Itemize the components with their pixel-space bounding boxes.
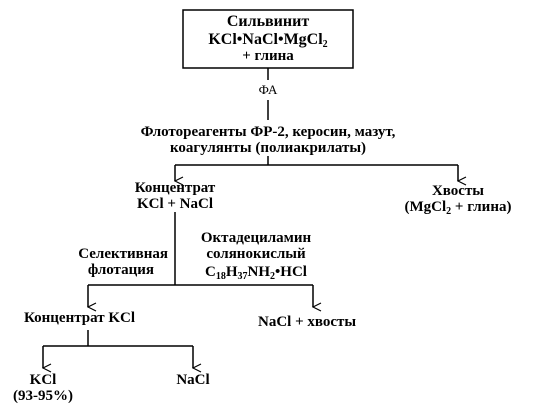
amine-nh-sub: 2	[270, 271, 276, 282]
formula-dot-1: •	[236, 31, 243, 48]
amine-reagent-formula: C18H37NH2•HCl	[176, 264, 336, 282]
formula-nacl: NaCl	[242, 31, 278, 48]
formula-kcl: KCl	[208, 31, 237, 48]
tailings-mgcl: (MgCl	[404, 199, 447, 215]
source-name: Сильвинит	[226, 13, 310, 30]
amine-hcl: •HCl	[275, 264, 307, 280]
amine-h: H	[225, 264, 238, 280]
source-extra: + глина	[242, 48, 294, 64]
nacl-tailings-label: NaCl + хвосты	[258, 314, 357, 330]
flotation-agent-label: ФА	[258, 82, 278, 97]
formula-mgcl-sub: 2	[322, 39, 328, 50]
reagents-line-1: Флотореагенты ФР-2, керосин, мазут,	[140, 124, 396, 140]
amine-c-sub: 18	[215, 271, 226, 282]
amine-nh: NH	[247, 264, 271, 280]
amine-h-sub: 37	[237, 271, 248, 282]
tailings-mgcl-sub: 2	[446, 206, 452, 217]
formula-mgcl: MgCl	[283, 31, 323, 48]
tailings-line-1: Хвосты	[431, 183, 485, 199]
tailings-clay: + глина)	[451, 199, 512, 215]
concentrate-line-2: KCl + NaCl	[136, 196, 214, 212]
selective-flotation-line-1: Селективная	[78, 246, 168, 262]
kcl-product-line-2: (93-95%)	[13, 388, 73, 404]
kcl-product-line-1: KCl	[29, 372, 57, 388]
source-formula: KCl•NaCl•MgCl2	[183, 31, 353, 50]
formula-dot-2: •	[277, 31, 284, 48]
nacl-product-label: NaCl	[176, 372, 210, 388]
amine-reagent-line-1: Октадециламин	[200, 230, 312, 246]
amine-reagent-line-2: солянокислый	[206, 246, 306, 262]
concentrate-line-1: Концентрат	[134, 180, 216, 196]
tailings-line-2: (MgCl2 + глина)	[383, 199, 533, 217]
reagents-line-2: коагулянты (полиакрилаты)	[169, 140, 367, 156]
amine-c: C	[205, 264, 216, 280]
selective-flotation-line-2: флотация	[87, 262, 154, 278]
kcl-concentrate-label: Концентрат KCl	[24, 310, 136, 326]
